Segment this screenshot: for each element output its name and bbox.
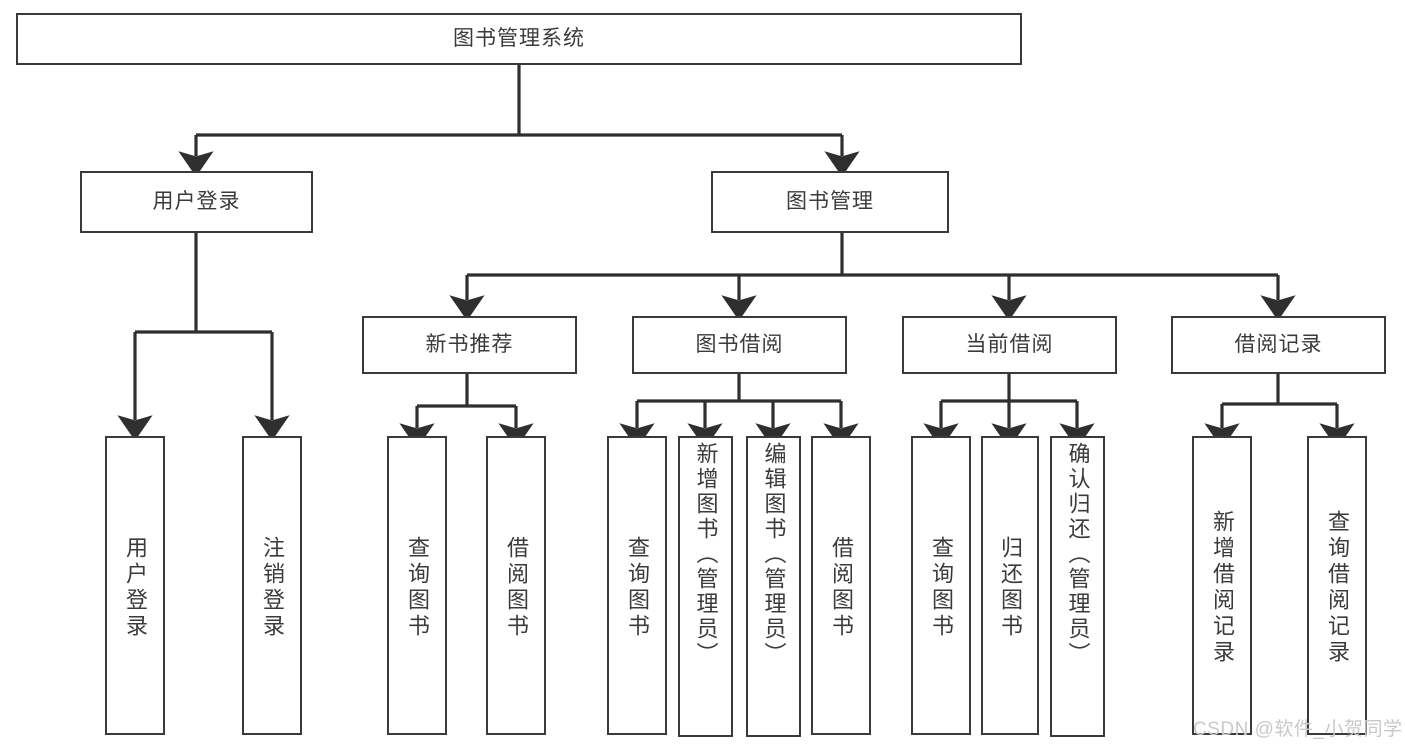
leaf-borrow-book-2-label: 借阅图书	[829, 535, 854, 640]
node-user-login[interactable]: 用户登录	[80, 171, 313, 233]
leaf-return-book[interactable]: 归还图书	[981, 436, 1039, 735]
node-current-borrow[interactable]: 当前借阅	[902, 316, 1117, 374]
leaf-confirm-return[interactable]: 确认归还（管理员）	[1050, 436, 1105, 737]
leaf-add-record[interactable]: 新增借阅记录	[1192, 436, 1252, 735]
node-book-manage-label: 图书管理	[786, 190, 874, 214]
leaf-query-book-3[interactable]: 查询图书	[911, 436, 971, 735]
leaf-return-book-label: 归还图书	[998, 535, 1023, 640]
node-book-borrow[interactable]: 图书借阅	[632, 316, 847, 374]
node-new-book-recommend-label: 新书推荐	[425, 333, 514, 357]
leaf-user-login-label: 用户登录	[123, 535, 148, 640]
node-root[interactable]: 图书管理系统	[16, 13, 1022, 65]
node-borrow-record-label: 借阅记录	[1234, 333, 1323, 357]
leaf-query-book-1[interactable]: 查询图书	[387, 436, 447, 735]
leaf-query-book-2[interactable]: 查询图书	[607, 436, 667, 735]
leaf-edit-book-label: 编辑图书（管理员）	[761, 442, 787, 667]
leaf-edit-book[interactable]: 编辑图书（管理员）	[746, 436, 801, 737]
node-borrow-record[interactable]: 借阅记录	[1171, 316, 1386, 374]
leaf-add-book-label: 新增图书（管理员）	[693, 442, 719, 667]
leaf-add-record-label: 新增借阅记录	[1210, 509, 1235, 666]
leaf-borrow-book-1[interactable]: 借阅图书	[486, 436, 546, 735]
leaf-user-login[interactable]: 用户登录	[105, 436, 165, 735]
leaf-borrow-book-2[interactable]: 借阅图书	[811, 436, 871, 735]
node-user-login-label: 用户登录	[152, 190, 241, 214]
leaf-query-record[interactable]: 查询借阅记录	[1307, 436, 1367, 735]
leaf-confirm-return-label: 确认归还（管理员）	[1065, 442, 1091, 667]
node-book-borrow-label: 图书借阅	[695, 333, 784, 357]
csdn-watermark: CSDN @软件_小贺同学	[1193, 719, 1403, 740]
leaf-query-book-2-label: 查询图书	[625, 535, 650, 640]
leaf-query-book-1-label: 查询图书	[405, 535, 430, 640]
node-book-manage[interactable]: 图书管理	[711, 171, 949, 233]
node-root-label: 图书管理系统	[453, 27, 585, 51]
node-new-book-recommend[interactable]: 新书推荐	[362, 316, 577, 374]
leaf-query-book-3-label: 查询图书	[929, 535, 954, 640]
leaf-add-book[interactable]: 新增图书（管理员）	[678, 436, 733, 737]
node-current-borrow-label: 当前借阅	[965, 333, 1054, 357]
leaf-logout-label: 注销登录	[260, 535, 285, 640]
leaf-query-record-label: 查询借阅记录	[1325, 509, 1350, 666]
leaf-borrow-book-1-label: 借阅图书	[504, 535, 529, 640]
leaf-logout[interactable]: 注销登录	[242, 436, 302, 735]
